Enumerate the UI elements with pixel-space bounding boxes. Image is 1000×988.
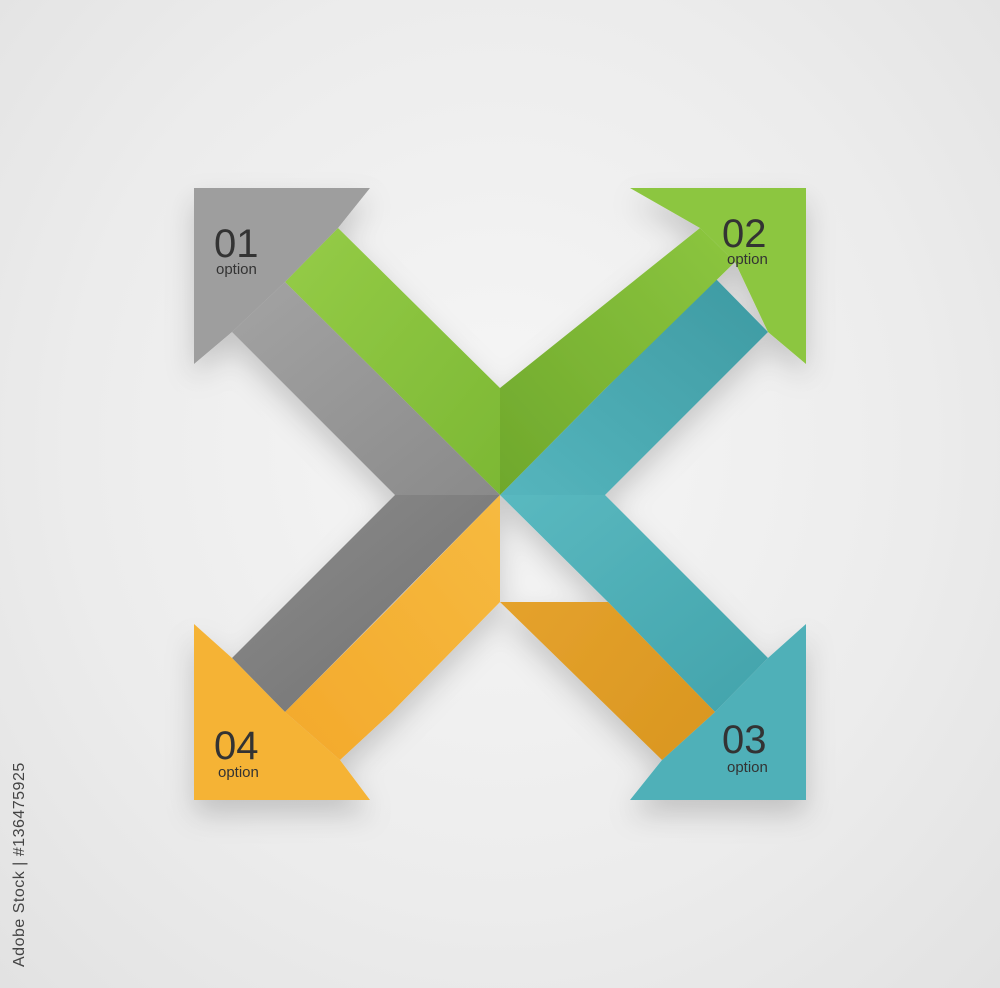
orange-band-right — [500, 495, 715, 760]
gray-band — [232, 282, 500, 495]
option-03-number: 03 — [722, 718, 767, 762]
option-01-number: 01 — [214, 222, 259, 266]
gray-band-lower — [232, 495, 500, 712]
orange-band — [285, 495, 500, 760]
green-band-right — [500, 228, 735, 495]
stock-id-watermark: Adobe Stock | #136475925 — [11, 762, 28, 968]
option-03-arrowhead — [630, 624, 806, 800]
option-01-text: option — [216, 261, 257, 278]
option-01-label: 01 option — [214, 222, 259, 278]
option-04-label: 04 option — [214, 724, 259, 781]
green-band — [285, 228, 500, 495]
option-03-text: option — [727, 759, 768, 776]
option-02-text: option — [727, 251, 768, 268]
option-04-text: option — [218, 764, 259, 781]
option-04-arrowhead — [194, 624, 370, 800]
option-02-label: 02 option — [722, 212, 768, 268]
option-04-number: 04 — [214, 724, 259, 768]
option-01-arrowhead — [194, 188, 370, 364]
option-02-number: 02 — [722, 212, 767, 256]
option-03-label: 03 option — [722, 718, 768, 776]
teal-band-lower — [500, 278, 768, 495]
option-02-arrowhead — [630, 188, 806, 364]
teal-band — [500, 495, 768, 712]
